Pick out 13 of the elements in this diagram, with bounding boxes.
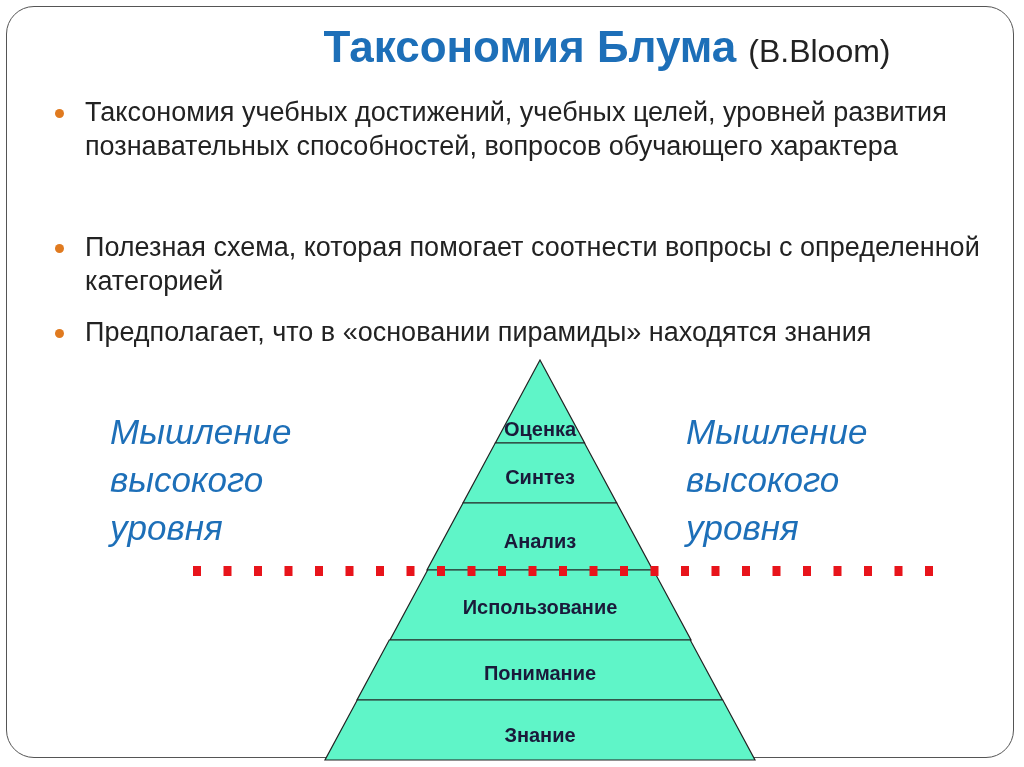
bullet-text: Полезная схема, которая помогает соотнести вопросы с определенной категорией bbox=[85, 231, 981, 298]
level-label: Использование bbox=[461, 596, 619, 619]
level-label: Синтез bbox=[504, 466, 576, 489]
level-label: Знание bbox=[503, 724, 577, 747]
side-note: Мышление высокого уровня bbox=[686, 411, 869, 549]
bullet-text: Таксономия учебных достижений, учебных целей, уровней развития познавательных способностей, вопросов обучающего характера bbox=[85, 96, 948, 163]
level-label: Анализ bbox=[502, 530, 578, 553]
title-note: (B.Bloom) bbox=[748, 33, 891, 69]
bullet-text: Предполагает, что в «основании пирамиды» находятся знания bbox=[85, 316, 873, 349]
level-label: Оценка bbox=[502, 418, 578, 441]
side-note: Мышление высокого уровня bbox=[110, 411, 293, 549]
level-label: Понимание bbox=[482, 662, 598, 685]
slide-title: Таксономия Блума bbox=[323, 22, 737, 71]
